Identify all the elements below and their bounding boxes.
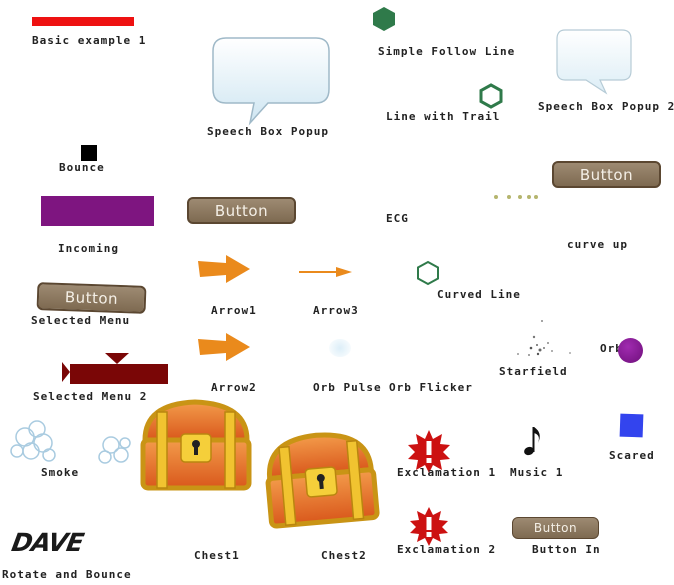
label-bounce: Bounce [59,161,105,174]
label-curve-up: curve up [567,238,628,251]
incoming-bar [41,196,154,226]
curved-line-hexagon-icon [417,260,439,286]
red-bar [32,17,134,26]
speech-bubble-2-icon [556,29,632,95]
starfield [517,320,571,356]
button-in-button[interactable]: Button [512,517,599,539]
dave-logo: DAVE [9,528,86,557]
label-chest2: Chest2 [321,549,367,562]
exclamation-1-icon [408,430,450,473]
label-chest1: Chest1 [194,549,240,562]
selected-menu-button[interactable]: Button [36,282,147,314]
music-note-icon [524,427,540,456]
label-orb-flicker: Orb Flicker [389,381,473,394]
bounce-square [81,145,97,161]
treasure-chest-icon [140,399,252,491]
orb-icon [618,338,643,363]
label-simple-follow-line: Simple Follow Line [378,45,516,58]
label-line-with-trail: Line with Trail [386,110,501,123]
label-arrow3: Arrow3 [313,304,359,317]
arrow1-icon [198,255,250,283]
selected-menu-2-bar [62,353,168,384]
label-exclamation-1: Exclamation 1 [397,466,497,479]
scared-square [619,413,644,438]
hexagon-icon [373,7,395,31]
treasure-chest-2-icon [265,432,380,529]
label-arrow1: Arrow1 [211,304,257,317]
label-button-in: Button In [532,543,601,556]
label-rotate-and-bounce: Rotate and Bounce [2,568,132,581]
label-basic-example: Basic example 1 [32,34,147,47]
curve-up-button[interactable]: Button [552,161,661,188]
label-orb-pulse: Orb Pulse [313,381,382,394]
speech-bubble-icon [212,37,330,126]
smoke-icon [10,420,131,464]
label-starfield: Starfield [499,365,568,378]
label-speech-box-popup-2: Speech Box Popup 2 [538,100,674,113]
orb-pulse-icon [329,339,351,357]
label-selected-menu: Selected Menu [31,314,131,327]
label-curved-line: Curved Line [437,288,521,301]
label-ecg: ECG [386,212,409,225]
label-smoke: Smoke [41,466,80,479]
arrow3-icon [299,267,352,277]
label-speech-box-popup: Speech Box Popup [207,125,329,138]
label-arrow2: Arrow2 [211,381,257,394]
hexagon-outline-icon [479,83,503,109]
ecg-dots [494,195,538,199]
label-scared: Scared [609,449,655,462]
label-selected-menu-2: Selected Menu 2 [33,390,148,403]
arrow2-icon [198,333,250,361]
label-incoming: Incoming [58,242,119,255]
label-music-1: Music 1 [510,466,564,479]
label-exclamation-2: Exclamation 2 [397,543,497,556]
exclamation-2-icon [410,507,448,546]
label-orb: Orb [600,342,623,355]
incoming-button[interactable]: Button [187,197,296,224]
